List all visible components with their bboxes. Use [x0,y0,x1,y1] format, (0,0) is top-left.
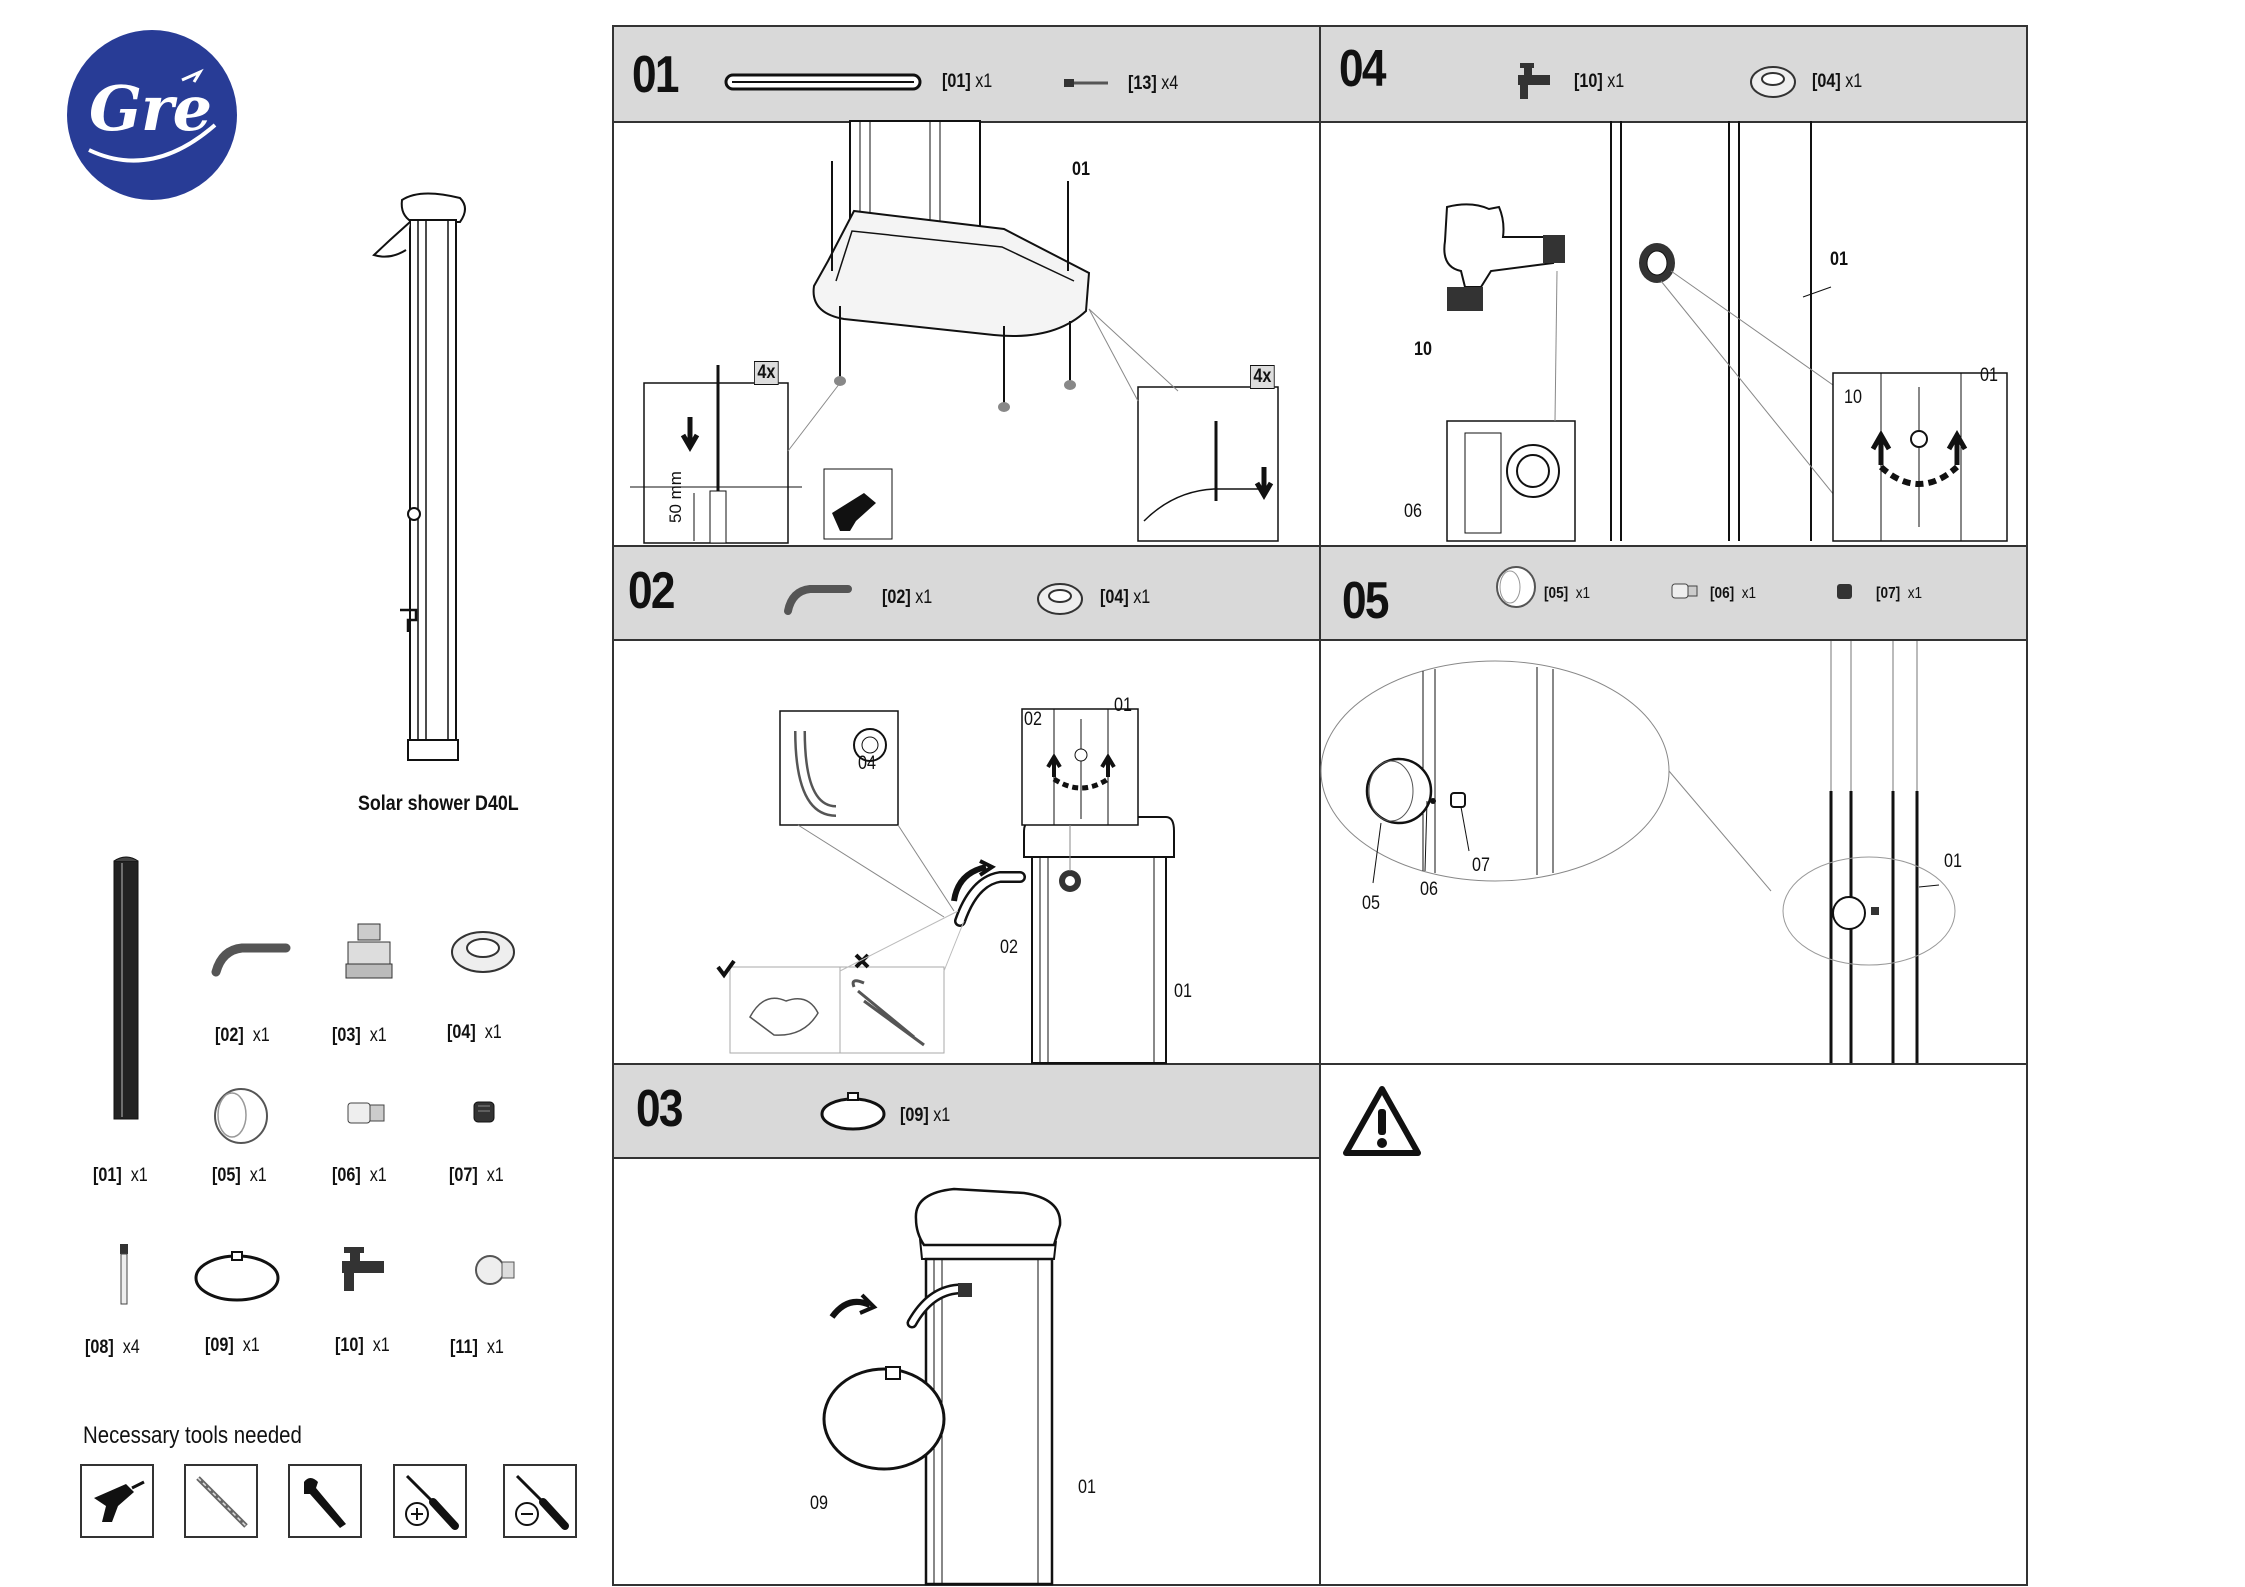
step-number: 04 [1339,40,1386,98]
tap-icon [342,1247,384,1291]
grid-divider [614,1157,1319,1159]
part-label: [07] x1 [449,1165,504,1186]
callout-label: 10 [1844,387,1862,408]
tool-wrench [288,1464,362,1538]
shower-head-part-icon [820,1092,886,1131]
cap-icon [214,1088,268,1144]
connector-part-icon [1671,583,1698,599]
gasket-ring-icon [451,931,515,973]
part-label: [05] x1 [1544,585,1591,602]
elbow-installation-illustration [716,708,1175,1064]
callout-label: 01 [1944,851,1962,872]
connector-icon [347,1102,385,1124]
part-label: [05] x1 [212,1165,267,1186]
callout-label: 01 [1072,159,1090,180]
part-label: [01] x1 [942,71,993,92]
product-name: Solar shower D40L [358,792,519,815]
logo-swoosh-icon [88,68,217,163]
part-label: [04] x1 [447,1022,502,1043]
grid-divider [1319,27,1321,1584]
tap-installation-illustration [1443,121,2008,542]
cap-installation-illustration [1320,641,1956,1063]
callout-label: 09 [810,1493,828,1514]
phillips-screwdriver-icon [405,1474,459,1530]
part-label: [11] x1 [450,1337,504,1358]
instruction-grid: 01 [01] x1 [13] x4 [612,25,2028,1586]
elbow-pipe-icon [211,943,291,977]
screw-anchor-icon [120,1244,128,1305]
part-label: [04] x1 [1812,71,1863,92]
screw-part-icon [1064,79,1108,87]
part-label: [06] x1 [332,1165,387,1186]
tool-phillips-screwdriver [393,1464,467,1538]
tap-part-icon [1518,63,1550,99]
elbow-part-icon [784,585,852,615]
part-label: [08] x4 [85,1337,140,1358]
callout-label: 02 [1000,937,1018,958]
drill-bit-icon [196,1476,248,1528]
warning-triangle-icon [1343,1086,1421,1156]
part-label: [07] x1 [1876,585,1923,602]
drill-icon [94,1480,145,1522]
part-label: [10] x1 [1574,71,1625,92]
shower-head-installation-illustration [822,1187,1062,1586]
step-number: 05 [1342,572,1389,630]
step-number: 02 [628,562,675,620]
gasket-part-icon [1750,66,1796,98]
callout-label: 02 [1024,709,1042,730]
nut-icon [473,1101,495,1123]
grid-divider [614,1063,2026,1065]
callout-label: 07 [1472,855,1490,876]
step-04-header [1321,27,2026,121]
tool-drill [80,1464,154,1538]
callout-label: 01 [1980,365,1998,386]
callout-label: 10 [1414,339,1432,360]
flat-screwdriver-icon [515,1474,569,1530]
tool-flat-screwdriver [503,1464,577,1538]
base-installation-illustration [630,120,1279,544]
hose-adapter-icon [345,923,393,979]
callout-label: 01 [1114,695,1132,716]
callout-label: 04 [858,753,876,774]
callout-label: 01 [1830,249,1848,270]
grid-divider [614,639,2026,641]
count-badge: 4x [1250,365,1275,389]
grid-divider [614,545,2026,547]
callout-label: 01 [1078,1477,1096,1498]
gasket-part-icon [1037,583,1083,615]
nut-part-icon [1837,584,1852,599]
part-label: [13] x4 [1128,73,1179,94]
shower-column-icon [113,856,139,1120]
shower-head-icon [194,1251,280,1302]
part-label: [10] x1 [335,1335,390,1356]
step-02-header [614,547,1319,641]
callout-label: 06 [1404,501,1422,522]
column-part-icon [724,73,922,91]
part-label: [02] x1 [215,1025,270,1046]
step-number: 01 [632,46,679,104]
part-label: [04] x1 [1100,587,1151,608]
cap-part-icon [1496,566,1536,608]
part-label: [03] x1 [332,1025,387,1046]
shower-overview-illustration [372,192,466,761]
part-label: [01] x1 [93,1165,148,1186]
tools-title: Necessary tools needed [83,1422,302,1449]
brand-logo: Gre [67,30,237,200]
callout-label: 01 [1174,981,1192,1002]
tap-adapter-icon [475,1255,515,1285]
wrench-icon [304,1478,346,1528]
part-label: [09] x1 [205,1335,260,1356]
depth-label: 50 mm [666,471,685,523]
part-label: [02] x1 [882,587,933,608]
brand-logo-text: Gre [89,72,212,145]
step-number: 03 [636,1080,683,1138]
callout-label: 06 [1420,879,1438,900]
callout-label: 05 [1362,893,1380,914]
count-badge: 4x [754,361,779,385]
tool-drill-bit [184,1464,258,1538]
grid-divider [614,121,2026,123]
part-label: [06] x1 [1710,585,1757,602]
step-03-header [614,1065,1319,1159]
part-label: [09] x1 [900,1105,951,1126]
